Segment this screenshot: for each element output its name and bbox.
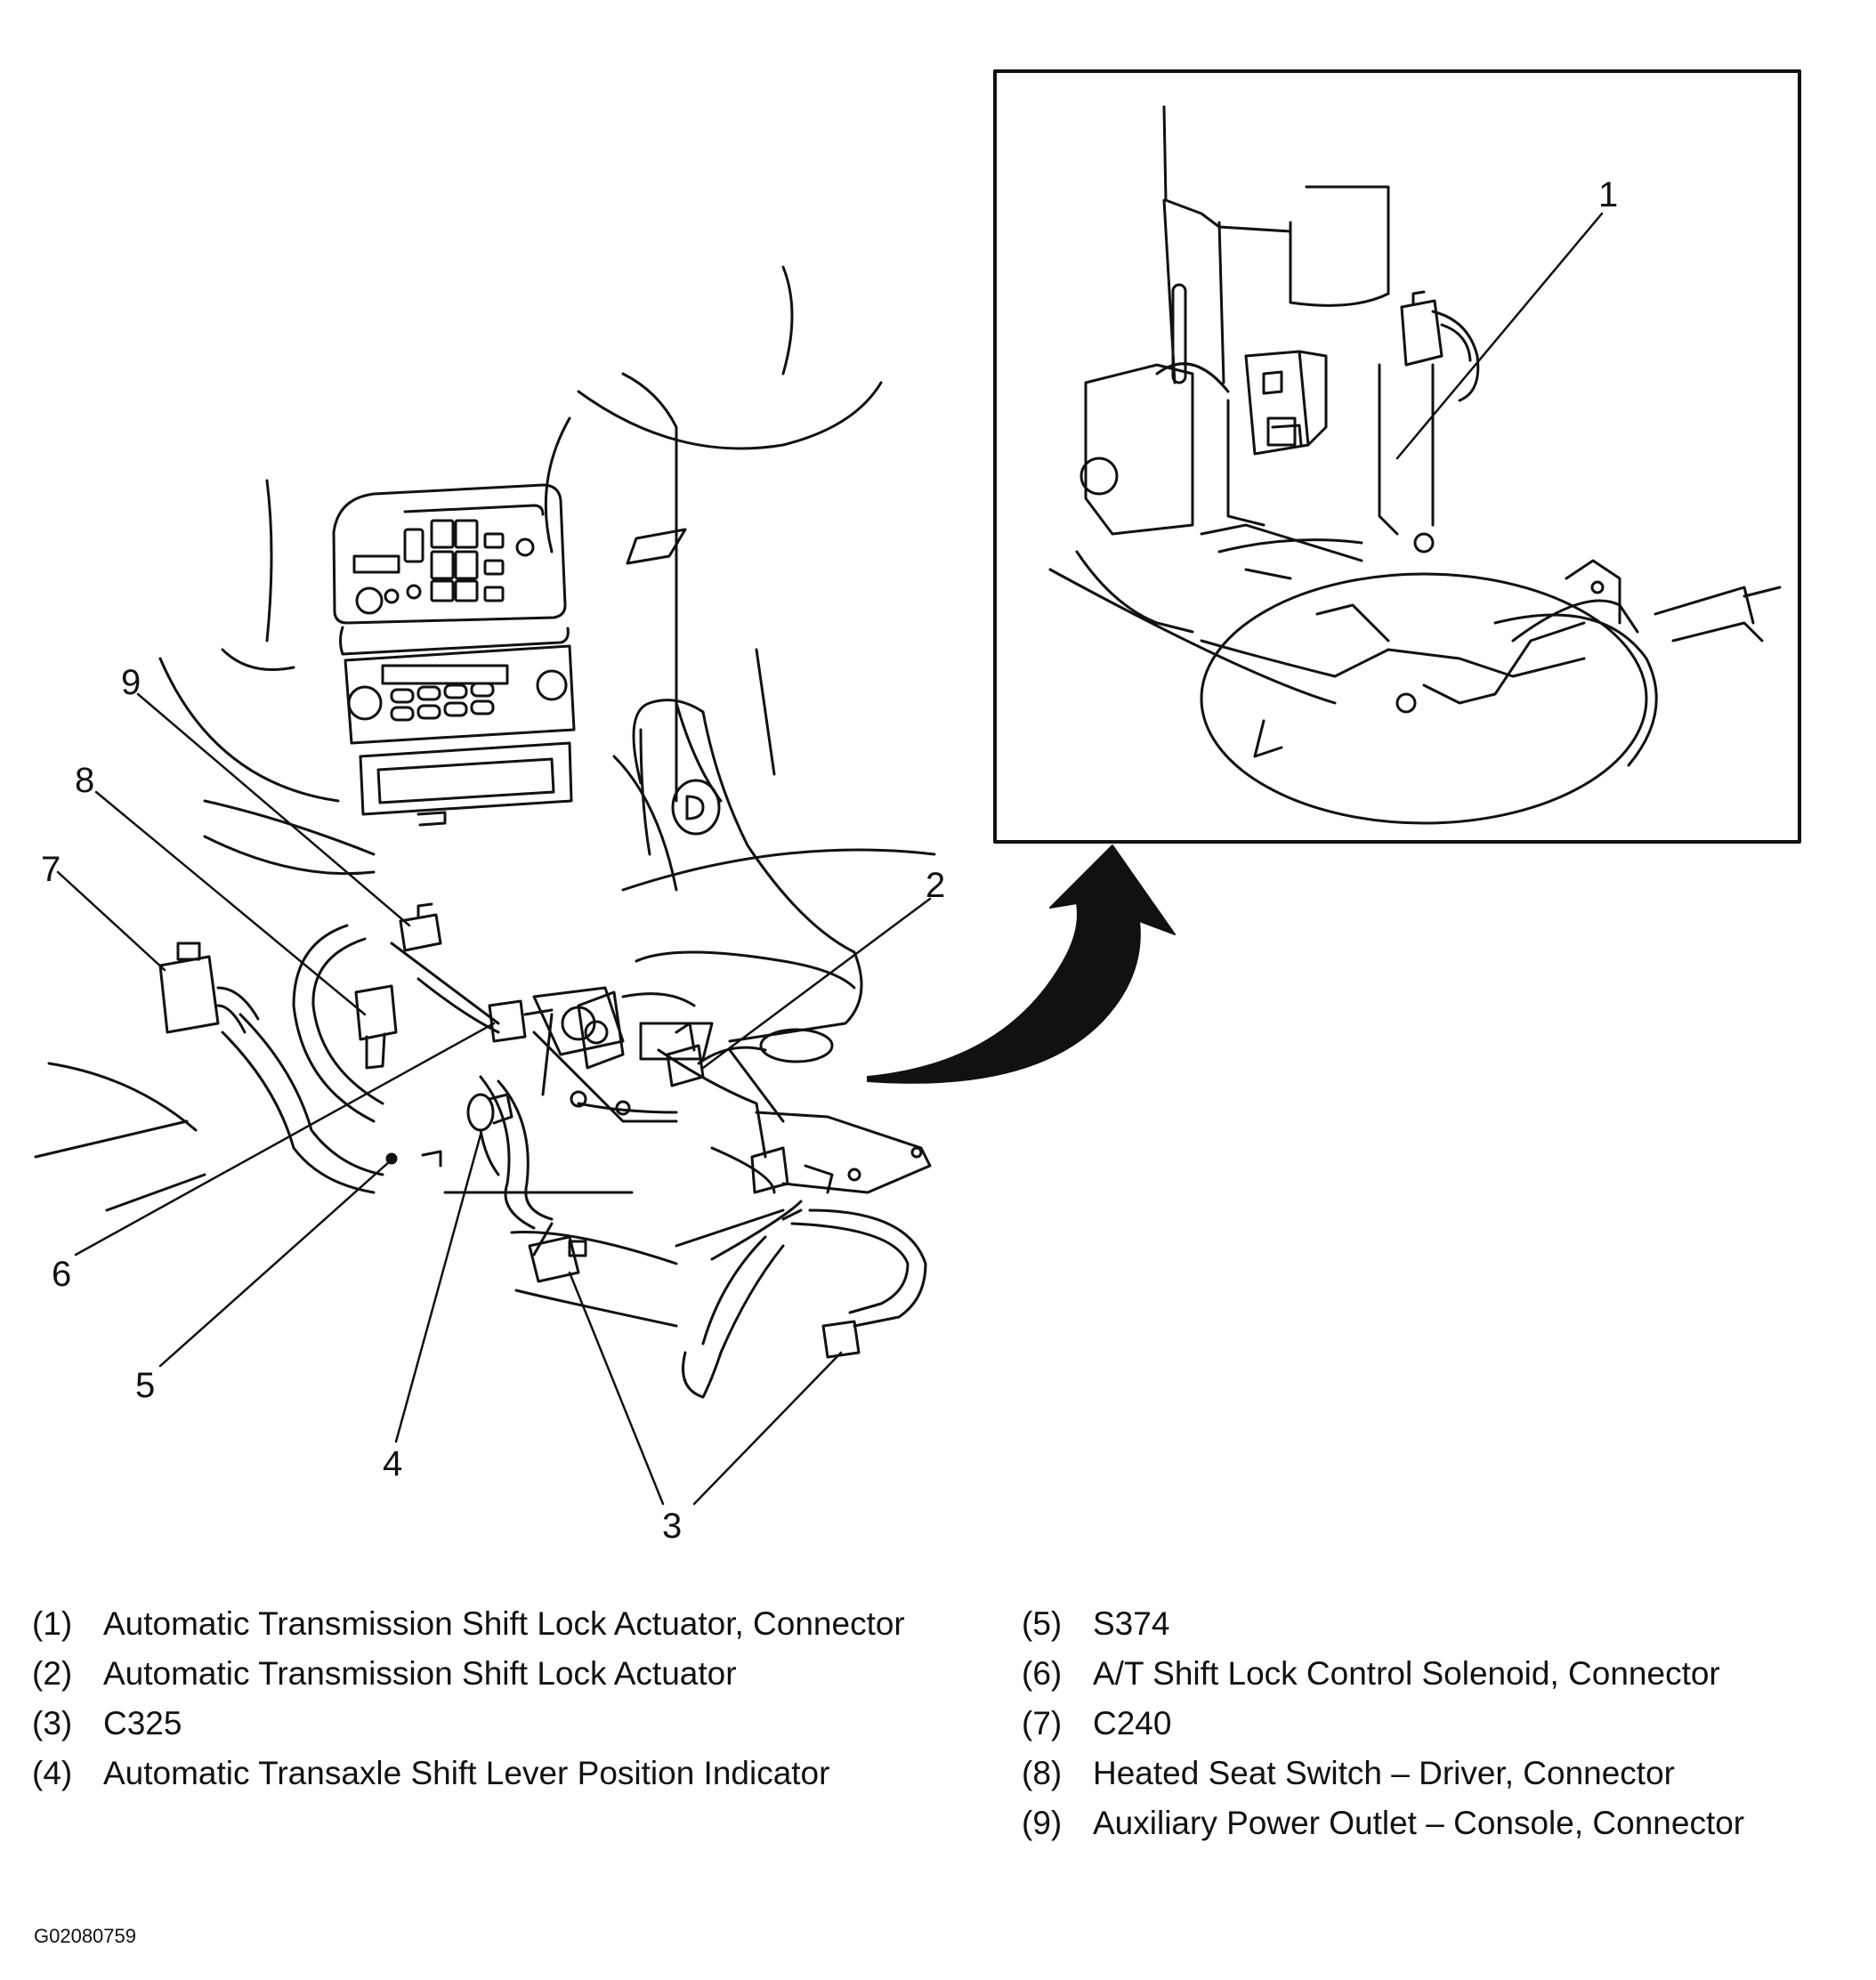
legend-number: (2) — [32, 1655, 73, 1692]
dashboard-outline — [158, 265, 936, 892]
shifter-assembly — [532, 699, 932, 1194]
connector-shift-lock-solenoid — [488, 986, 625, 1056]
callout-2: 2 — [926, 866, 945, 905]
legend-text: C325 — [103, 1705, 182, 1742]
legend-item: (2) Automatic Transmission Shift Lock Ac… — [32, 1653, 966, 1693]
floor-lines — [34, 1062, 678, 1328]
legend-number: (1) — [32, 1605, 73, 1642]
inset-detail — [1048, 105, 1782, 825]
shift-lever-position-indicator — [466, 1093, 513, 1176]
legend-number: (6) — [1022, 1655, 1063, 1692]
legend-text: Heated Seat Switch – Driver, Connector — [1093, 1755, 1675, 1791]
detail-arrow-icon — [867, 845, 1176, 1084]
callout-4: 4 — [383, 1444, 402, 1483]
wiring-diagram: 1 2 3 4 5 6 7 8 9 — [34, 69, 1801, 1546]
figure-code: G02080759 — [34, 1925, 136, 1947]
legend-text: A/T Shift Lock Control Solenoid, Connect… — [1093, 1655, 1720, 1692]
legend-item: (6) A/T Shift Lock Control Solenoid, Con… — [1022, 1653, 1876, 1693]
dash-emblem-icon — [626, 528, 687, 565]
legend-item: (1) Automatic Transmission Shift Lock Ac… — [32, 1604, 966, 1644]
callout-8: 8 — [75, 761, 94, 800]
legend-item: (4) Automatic Transaxle Shift Lever Posi… — [32, 1753, 966, 1793]
legend-text: C240 — [1093, 1705, 1172, 1742]
callout-6: 6 — [52, 1255, 71, 1294]
callout-7: 7 — [41, 850, 61, 889]
callout-9: 9 — [121, 663, 141, 702]
legend-number: (4) — [32, 1755, 73, 1791]
legend-item: (7) C240 — [1022, 1703, 1876, 1743]
legend-item: (9) Auxiliary Power Outlet – Console, Co… — [1022, 1803, 1876, 1843]
callout-3: 3 — [662, 1507, 682, 1546]
legend-text: Automatic Transmission Shift Lock Actuat… — [103, 1605, 905, 1642]
connector-c240 — [158, 942, 260, 1034]
wiring-harness — [221, 924, 927, 1399]
legend-text: Automatic Transaxle Shift Lever Position… — [103, 1755, 830, 1791]
connector-heated-seat-switch — [354, 984, 398, 1070]
shift-lock-actuator — [666, 1022, 767, 1087]
legend-number: (9) — [1022, 1805, 1063, 1841]
connector-c325 — [528, 1146, 861, 1359]
legend-item: (5) S374 — [1022, 1604, 1876, 1644]
leader-lines — [56, 212, 1604, 1506]
legend-number: (5) — [1022, 1605, 1063, 1642]
legend-text: Auxiliary Power Outlet – Console, Connec… — [1093, 1805, 1745, 1841]
legend-item: (3) C325 — [32, 1703, 966, 1743]
inset-frame — [993, 69, 1801, 844]
legend-item: (8) Heated Seat Switch – Driver, Connect… — [1022, 1753, 1876, 1793]
legend-text: Automatic Transmission Shift Lock Actuat… — [103, 1655, 737, 1692]
radio-hvac-panel — [332, 483, 576, 827]
legend-text: S374 — [1093, 1605, 1170, 1642]
legend-number: (7) — [1022, 1705, 1063, 1742]
legend-number: (8) — [1022, 1755, 1063, 1791]
connector-aux-power-outlet — [399, 902, 442, 952]
legend-right-column: (5) S374 (6) A/T Shift Lock Control Sole… — [1022, 1604, 1876, 1853]
callout-1: 1 — [1598, 175, 1618, 214]
legend-number: (3) — [32, 1705, 73, 1742]
callout-5: 5 — [135, 1366, 155, 1405]
legend-left-column: (1) Automatic Transmission Shift Lock Ac… — [32, 1604, 966, 1803]
splice-s374 — [385, 1150, 442, 1168]
